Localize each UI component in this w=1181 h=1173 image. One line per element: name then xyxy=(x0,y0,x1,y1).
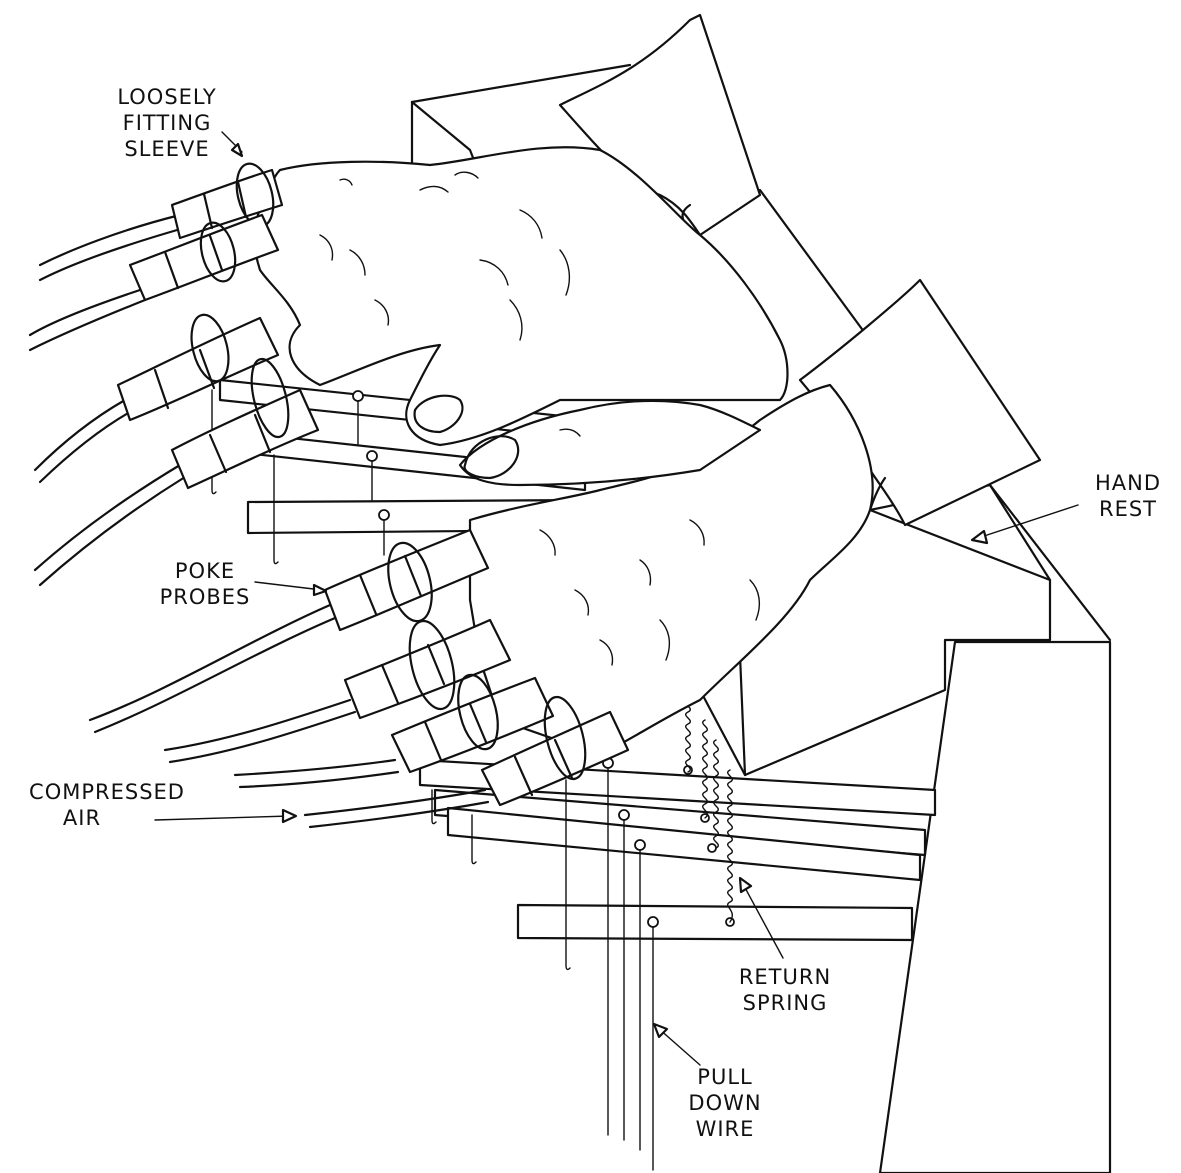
label-return-spring: RETURN SPRING xyxy=(720,964,850,1016)
compressed-air-arrowhead xyxy=(283,810,296,822)
label-hand-rest: HAND REST xyxy=(1080,470,1176,522)
pull-down-wire-leader xyxy=(658,1028,700,1065)
upper-hand xyxy=(255,15,788,445)
label-pull-down-wire: PULL DOWN WIRE xyxy=(680,1064,770,1142)
poke-probes-arrowhead xyxy=(314,585,326,595)
return-spring-arrowhead xyxy=(740,878,751,892)
label-compressed-air: COMPRESSED AIR xyxy=(2,779,212,831)
label-poke-probes: POKE PROBES xyxy=(140,558,270,610)
label-loosely-fitting-sleeve: LOOSELY FITTING SLEEVE xyxy=(92,84,242,162)
